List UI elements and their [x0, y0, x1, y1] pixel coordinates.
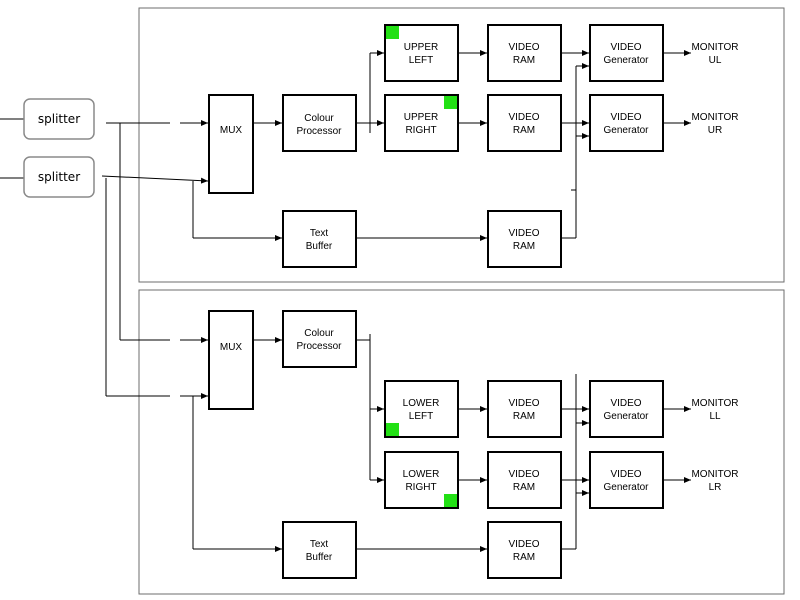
bottom-video-ram-1-line2: RAM [513, 411, 535, 422]
top-panel-frame [138, 7, 785, 283]
top-video-ram-3-line2: RAM [513, 241, 535, 252]
monitor-lr-line2: LR [709, 482, 722, 493]
bottom-video-generator-1-line2: Generator [603, 411, 649, 422]
bottom-video-ram-2-line1: VIDEO [508, 469, 539, 480]
upper-right-line2: RIGHT [405, 125, 436, 136]
top-mux: MUX [208, 94, 254, 194]
bottom-video-ram-3-line2: RAM [513, 552, 535, 563]
top-video-ram-3-line1: VIDEO [508, 228, 539, 239]
bottom-video-generator-2-line1: VIDEO [610, 469, 641, 480]
bottom-text-buffer-line2: Buffer [306, 552, 333, 563]
bottom-video-generator-2-line2: Generator [603, 482, 649, 493]
top-video-ram-1-line2: RAM [513, 55, 535, 66]
monitor-ur: MONITOR UR [691, 112, 738, 136]
bottom-text-buffer-line1: Text [310, 539, 329, 550]
lower-right-line2: RIGHT [405, 482, 436, 493]
upper-left-line2: LEFT [409, 55, 433, 66]
bottom-video-ram-1-line1: VIDEO [508, 398, 539, 409]
top-video-ram-2-line1: VIDEO [508, 112, 539, 123]
monitor-ll-line2: LL [709, 411, 721, 422]
top-video-ram-1: VIDEO RAM [487, 24, 562, 82]
bottom-text-buffer: Text Buffer [282, 521, 357, 579]
bottom-colour-processor: Colour Processor [282, 310, 357, 368]
top-video-ram-2-line2: RAM [513, 125, 535, 136]
top-video-ram-2: VIDEO RAM [487, 94, 562, 152]
top-text-buffer-line1: Text [310, 228, 329, 239]
bottom-video-ram-3-line1: VIDEO [508, 539, 539, 550]
top-video-ram-1-line1: VIDEO [508, 42, 539, 53]
bottom-mux-label: MUX [220, 342, 243, 353]
lower-left-line1: LOWER [403, 398, 440, 409]
top-colour-processor: Colour Processor [282, 94, 357, 152]
top-colour-processor-line2: Processor [296, 126, 342, 137]
splitter-1-label: splitter [38, 112, 80, 126]
connections [0, 50, 691, 552]
upper-left-marker [386, 26, 399, 39]
top-text-buffer: Text Buffer [282, 210, 357, 268]
splitter-2-label: splitter [38, 170, 80, 184]
upper-left-line1: UPPER [404, 42, 438, 53]
splitter-2: splitter [23, 156, 95, 198]
bottom-video-ram-3: VIDEO RAM [487, 521, 562, 579]
upper-right-block: UPPER RIGHT [384, 94, 459, 152]
bottom-video-generator-2: VIDEO Generator [589, 451, 664, 509]
top-mux-label: MUX [220, 125, 243, 136]
bottom-panel-frame [138, 289, 785, 595]
bottom-video-generator-1: VIDEO Generator [589, 380, 664, 438]
splitter-1: splitter [23, 98, 95, 140]
lower-left-block: LOWER LEFT [384, 380, 459, 438]
bottom-colour-processor-line2: Processor [296, 341, 342, 352]
top-colour-processor-line1: Colour [304, 113, 334, 124]
top-video-generator-1-line1: VIDEO [610, 42, 641, 53]
bottom-video-ram-2: VIDEO RAM [487, 451, 562, 509]
top-video-generator-1-line2: Generator [603, 55, 649, 66]
upper-right-line1: UPPER [404, 112, 438, 123]
top-video-generator-2: VIDEO Generator [589, 94, 664, 152]
top-video-generator-2-line1: VIDEO [610, 112, 641, 123]
lower-right-marker [444, 494, 457, 507]
bottom-video-generator-1-line1: VIDEO [610, 398, 641, 409]
upper-right-marker [444, 96, 457, 109]
monitor-ul-line1: MONITOR [691, 42, 738, 53]
monitor-lr: MONITOR LR [691, 469, 738, 493]
top-video-ram-3: VIDEO RAM [487, 210, 562, 268]
monitor-ul-line2: UL [709, 55, 722, 66]
bottom-video-ram-1: VIDEO RAM [487, 380, 562, 438]
monitor-ll: MONITOR LL [691, 398, 738, 422]
monitor-lr-line1: MONITOR [691, 469, 738, 480]
monitor-ll-line1: MONITOR [691, 398, 738, 409]
top-video-generator-2-line2: Generator [603, 125, 649, 136]
lower-right-block: LOWER RIGHT [384, 451, 459, 509]
bottom-video-ram-2-line2: RAM [513, 482, 535, 493]
bottom-colour-processor-line1: Colour [304, 328, 334, 339]
lower-left-marker [386, 423, 399, 436]
monitor-ur-line2: UR [708, 125, 722, 136]
bottom-mux: MUX [208, 310, 254, 410]
upper-left-block: UPPER LEFT [384, 24, 459, 82]
top-text-buffer-line2: Buffer [306, 241, 333, 252]
monitor-ur-line1: MONITOR [691, 112, 738, 123]
lower-left-line2: LEFT [409, 411, 433, 422]
top-video-generator-1: VIDEO Generator [589, 24, 664, 82]
monitor-ul: MONITOR UL [691, 42, 738, 66]
lower-right-line1: LOWER [403, 469, 440, 480]
